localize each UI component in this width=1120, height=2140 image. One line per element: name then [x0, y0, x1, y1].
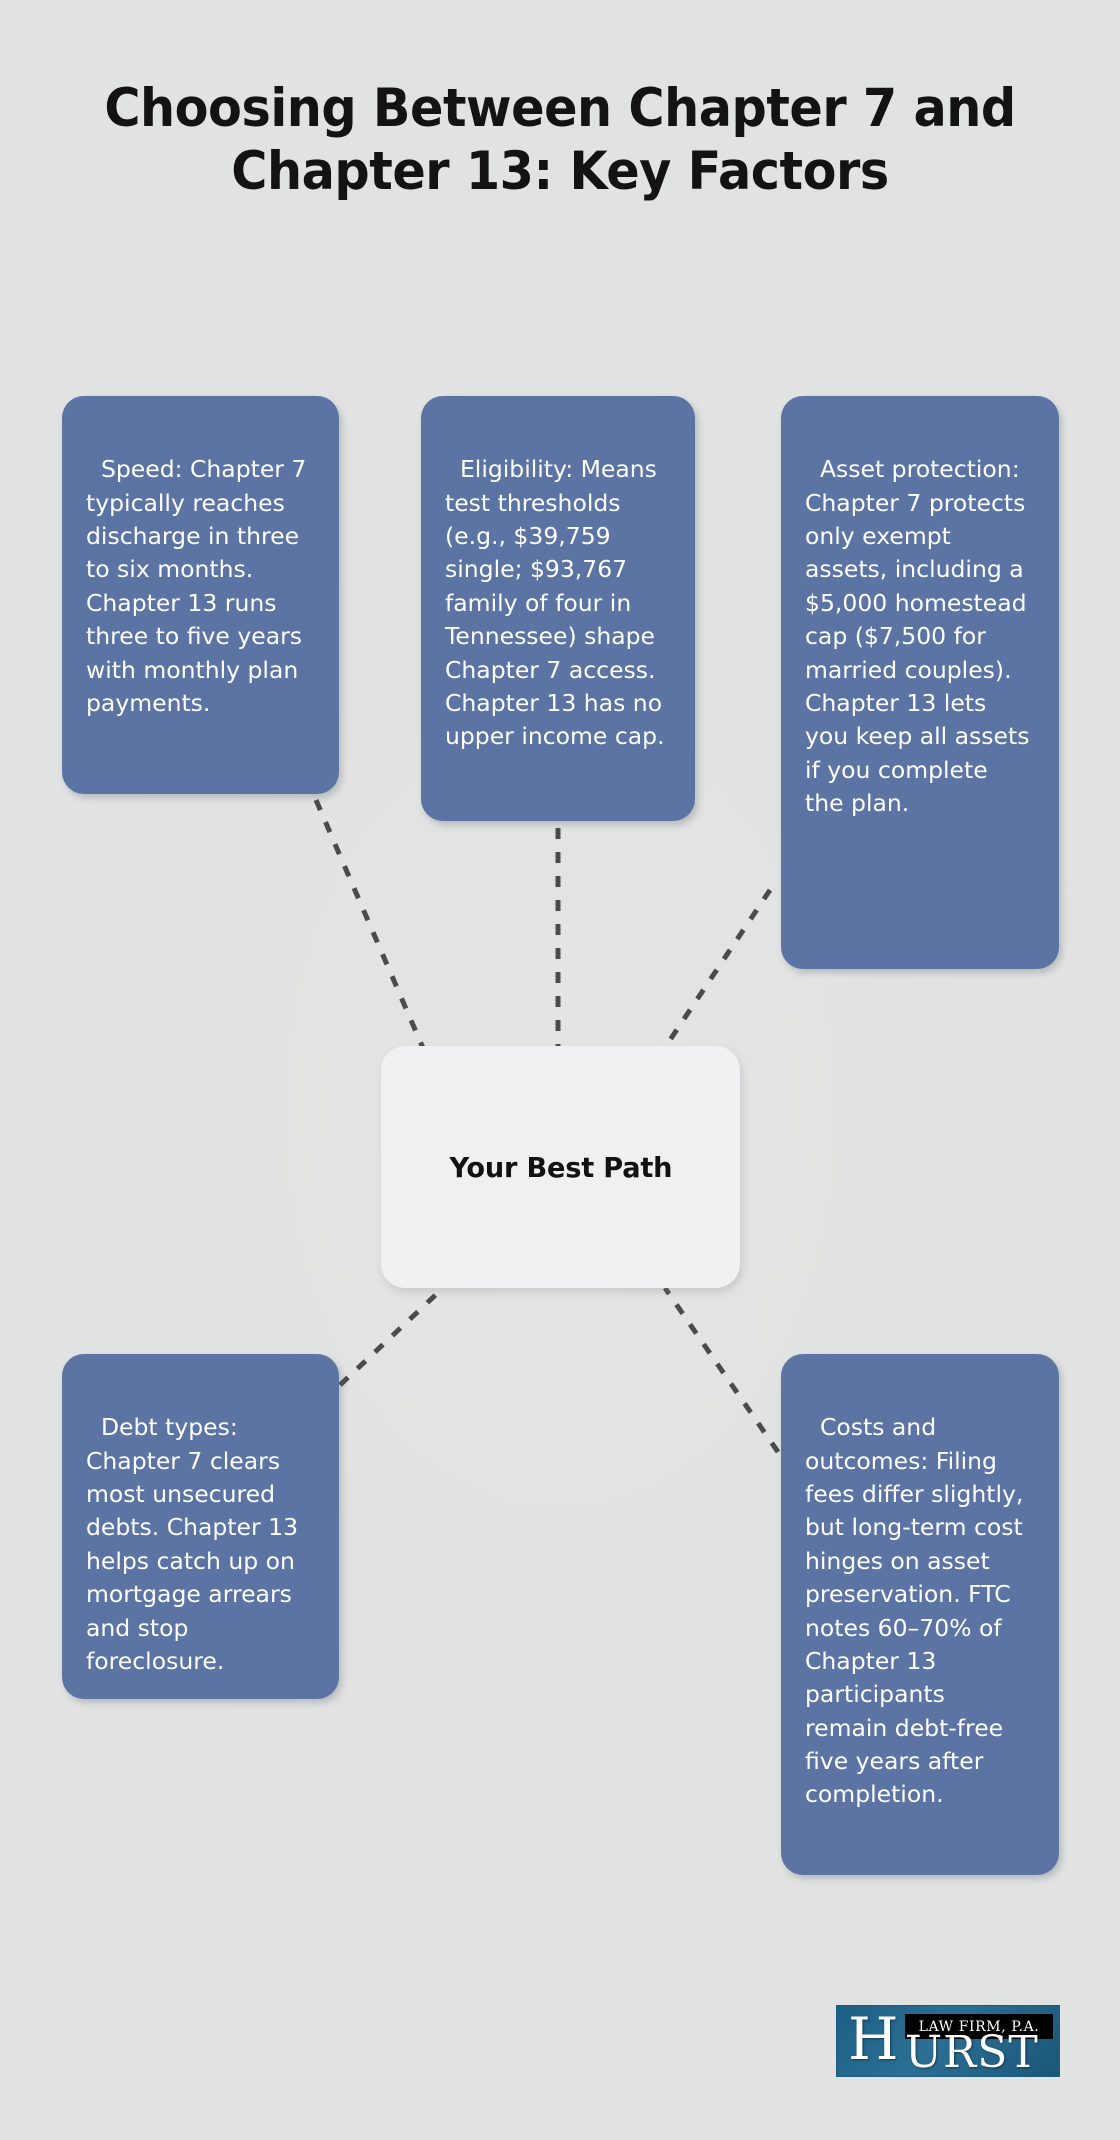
factor-card-costs-outcomes[interactable]: Costs and outcomes: Filing fees differ s… — [781, 1354, 1059, 1875]
factor-card-eligibility[interactable]: Eligibility: Means test thresholds (e.g.… — [421, 396, 695, 821]
connector-asset-protection-to-center — [661, 888, 773, 1051]
logo-wordmark: URST — [905, 2027, 1039, 2077]
factor-card-asset-protection[interactable]: Asset protection: Chapter 7 protects onl… — [781, 396, 1059, 969]
factor-card-speed-text: Speed: Chapter 7 typically reaches disch… — [86, 455, 314, 717]
hurst-law-firm-logo: H LAW FIRM, P.A. URST — [836, 2005, 1060, 2077]
factor-card-speed[interactable]: Speed: Chapter 7 typically reaches disch… — [62, 396, 339, 794]
page-title: Choosing Between Chapter 7 and Chapter 1… — [104, 78, 1016, 202]
factor-card-costs-outcomes-text: Costs and outcomes: Filing fees differ s… — [805, 1413, 1031, 1809]
connector-costs-outcomes-to-center — [662, 1286, 781, 1454]
connector-speed-to-center — [313, 799, 426, 1049]
logo-tagline: LAW FIRM, P.A. — [905, 2014, 1053, 2039]
center-node-label: Your Best Path — [449, 1150, 672, 1184]
factor-card-debt-types-text: Debt types: Chapter 7 clears most unsecu… — [86, 1413, 306, 1675]
factor-card-asset-protection-text: Asset protection: Chapter 7 protects onl… — [805, 455, 1037, 817]
logo-initial-letter: H — [848, 2005, 899, 2073]
center-node[interactable]: Your Best Path — [381, 1046, 740, 1288]
factor-card-eligibility-text: Eligibility: Means test thresholds (e.g.… — [445, 455, 670, 751]
factor-card-debt-types[interactable]: Debt types: Chapter 7 clears most unsecu… — [62, 1354, 339, 1699]
connector-debt-types-to-center — [338, 1286, 445, 1387]
